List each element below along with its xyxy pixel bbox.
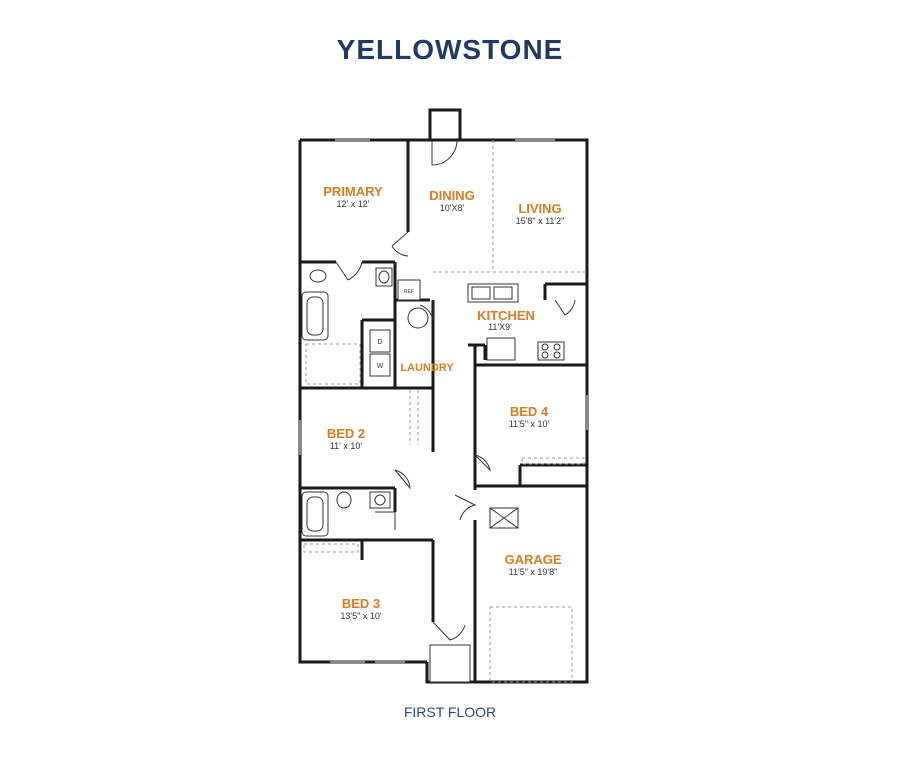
room-dining-dim: 10'X8' (440, 203, 465, 213)
washer-icon (369, 353, 391, 377)
range-icon (537, 341, 565, 361)
room-bed3-name: BED 3 (342, 596, 380, 611)
room-primary-dim: 12' x 12' (337, 199, 370, 209)
room-bed2-dim: 11' x 10' (330, 441, 363, 451)
room-kitchen-dim: 11'X9' (488, 322, 512, 332)
floor-label: FIRST FLOOR (403, 704, 497, 720)
water-heater-icon (407, 307, 429, 329)
room-bed4-name: BED 4 (510, 404, 549, 419)
chimney (428, 108, 462, 142)
refrigerator-icon (397, 279, 421, 301)
plan-title: YELLOWSTONE (336, 34, 564, 65)
room-bed4-dim: 11'5" x 10' (509, 419, 550, 429)
room-garage-dim: 11'5" x 19'8" (509, 567, 558, 577)
room-labels: PRIMARY 12' x 12' DINING 10'X8' LIVING 1… (323, 184, 564, 621)
doors (335, 139, 576, 641)
island-icon (486, 337, 516, 361)
room-garage-name: GARAGE (504, 552, 561, 567)
fixtures (301, 267, 585, 683)
room-living-dim: 15'8" x 11'2" (516, 216, 565, 226)
interior-walls (300, 140, 587, 682)
room-dining-name: DINING (429, 188, 475, 203)
room-bed2-name: BED 2 (327, 426, 365, 441)
refrigerator-label: REF (404, 289, 414, 295)
dryer-label: D (377, 339, 382, 346)
windows (299, 139, 588, 663)
room-kitchen-name: KITCHEN (477, 308, 535, 323)
room-primary-name: PRIMARY (323, 184, 383, 199)
dryer-icon (369, 329, 391, 353)
room-living-name: LIVING (518, 201, 561, 216)
room-laundry-name: LAUNDRY (400, 362, 454, 374)
toilet-icon (309, 269, 327, 283)
room-bed3-dim: 13'5" x 10' (340, 611, 381, 621)
washer-label: W (377, 363, 384, 370)
open-plan-dividers (409, 140, 587, 445)
